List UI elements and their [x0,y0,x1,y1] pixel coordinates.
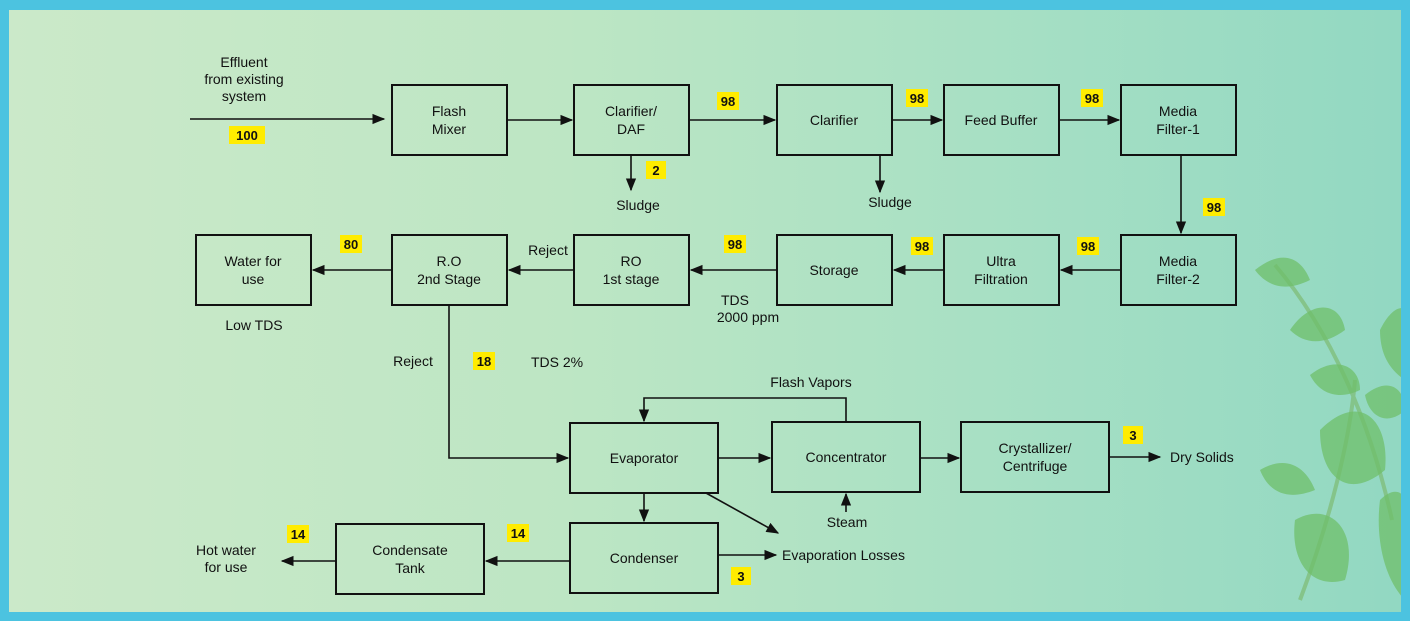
svg-text:Tank: Tank [395,560,426,576]
flow-badge-ro-permeate: 80 [340,235,362,253]
water-for-use-box: Water for use [195,234,312,306]
svg-text:3: 3 [1129,428,1136,443]
flow-badge-clarifier: 98 [906,89,928,107]
svg-text:Clarifier: Clarifier [810,112,859,128]
svg-text:Condenser: Condenser [610,550,679,566]
svg-text:Filter-1: Filter-1 [1156,121,1200,137]
svg-text:Filtration: Filtration [974,271,1028,287]
svg-text:Crystallizer/: Crystallizer/ [998,440,1071,456]
evaporator-box: Evaporator [569,422,719,494]
svg-text:2nd Stage: 2nd Stage [417,271,481,287]
ultra-filtration-box: Ultra Filtration [943,234,1060,306]
svg-text:3: 3 [737,569,744,584]
svg-text:Centrifuge: Centrifuge [1003,458,1068,474]
svg-text:100: 100 [236,128,258,143]
effluent-label-line-3: system [222,88,266,104]
svg-text:18: 18 [477,354,491,369]
hot-water-label: Hot water [196,542,256,558]
tds-percent-label: TDS 2% [531,354,583,370]
evaporation-losses-label: Evaporation Losses [782,547,905,563]
reject-label-1: Reject [528,242,568,258]
feed-buffer-box: Feed Buffer [943,84,1060,156]
svg-text:98: 98 [721,94,735,109]
svg-text:98: 98 [1085,91,1099,106]
svg-text:14: 14 [291,527,306,542]
svg-text:Mixer: Mixer [432,121,467,137]
svg-text:98: 98 [1207,200,1221,215]
crystallizer-centrifuge-box: Crystallizer/ Centrifuge [960,421,1110,493]
clarifier-box: Clarifier [776,84,893,156]
ro-1st-stage-box: RO 1st stage [573,234,690,306]
flow-badge-feed-buffer: 98 [1081,89,1103,107]
svg-text:2: 2 [652,163,659,178]
plant-decoration [1255,257,1401,601]
svg-text:Clarifier/: Clarifier/ [605,103,657,119]
tds-storage-label-line-2: 2000 ppm [717,309,779,325]
flow-badge-ultra-filtration: 98 [911,237,933,255]
svg-text:98: 98 [1081,239,1095,254]
effluent-label: Effluent [220,54,267,70]
flow-badge-clarifier-daf: 98 [717,92,739,110]
effluent-label-line-2: from existing [204,71,283,87]
ro-2nd-stage-box: R.O 2nd Stage [391,234,508,306]
sludge-label-2: Sludge [868,194,912,210]
svg-text:98: 98 [910,91,924,106]
flow-badge-storage: 98 [724,235,746,253]
flow-badge-media-filter-2: 98 [1077,237,1099,255]
flow-badge-sludge: 2 [646,161,666,179]
svg-text:Flash: Flash [432,103,466,119]
flow-badge-hot-water: 14 [287,525,309,543]
reject-label-2: Reject [393,353,433,369]
steam-label: Steam [827,514,867,530]
dry-solids-label: Dry Solids [1170,449,1234,465]
svg-text:Ultra: Ultra [986,253,1016,269]
svg-text:Storage: Storage [809,262,858,278]
flow-badge-condensate: 14 [507,524,529,542]
condenser-box: Condenser [569,522,719,594]
svg-text:R.O: R.O [437,253,462,269]
concentrator-box: Concentrator [771,421,921,493]
svg-text:DAF: DAF [617,121,645,137]
flow-arrows [190,113,1187,567]
svg-text:Feed Buffer: Feed Buffer [965,112,1038,128]
flow-badge-ro-reject: 18 [473,352,495,370]
svg-text:14: 14 [511,526,526,541]
clarifier-daf-box: Clarifier/ DAF [573,84,690,156]
svg-text:RO: RO [621,253,642,269]
flow-badge-evaporation-losses: 3 [731,567,751,585]
low-tds-label: Low TDS [225,317,282,333]
svg-text:98: 98 [915,239,929,254]
media-filter-2-box: Media Filter-2 [1120,234,1237,306]
svg-text:Condensate: Condensate [372,542,448,558]
flow-badge-effluent: 100 [229,126,265,144]
svg-text:Water for: Water for [224,253,281,269]
svg-text:Concentrator: Concentrator [806,449,887,465]
svg-text:Media: Media [1159,253,1197,269]
condensate-tank-box: Condensate Tank [335,523,485,595]
sludge-label-1: Sludge [616,197,660,213]
svg-text:use: use [242,271,265,287]
svg-text:Filter-2: Filter-2 [1156,271,1200,287]
process-flow-diagram: Flash Mixer Clarifier/ DAF Clarifier Fee… [190,54,1401,601]
flow-badge-dry-solids: 3 [1123,426,1143,444]
flash-mixer-box: Flash Mixer [391,84,508,156]
svg-text:Media: Media [1159,103,1197,119]
tds-storage-label: TDS [721,292,749,308]
svg-text:1st stage: 1st stage [603,271,660,287]
svg-text:Evaporator: Evaporator [610,450,679,466]
svg-text:80: 80 [344,237,358,252]
svg-text:98: 98 [728,237,742,252]
flow-badge-media-filter-1: 98 [1203,198,1225,216]
flash-vapors-label: Flash Vapors [770,374,851,390]
hot-water-label-line-2: for use [205,559,248,575]
storage-box: Storage [776,234,893,306]
media-filter-1-box: Media Filter-1 [1120,84,1237,156]
